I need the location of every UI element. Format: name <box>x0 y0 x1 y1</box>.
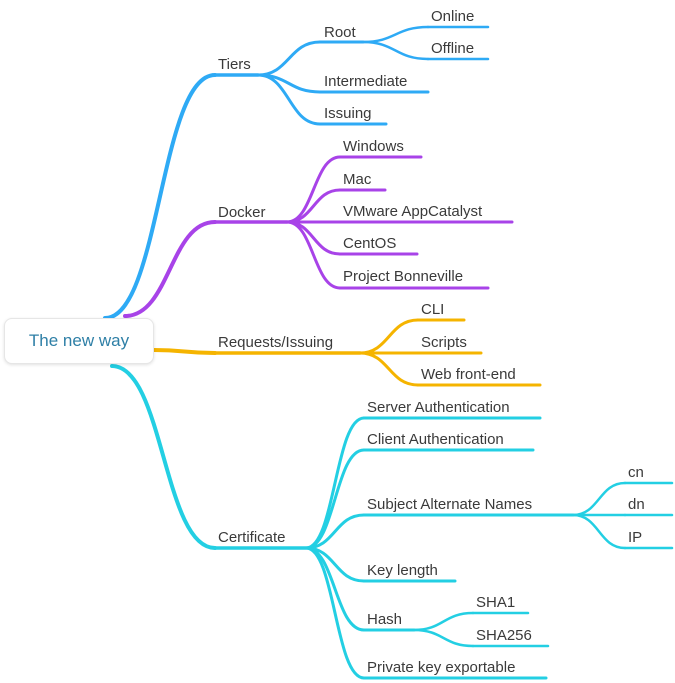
link-requests-web <box>358 351 420 387</box>
node-offline[interactable]: Offline <box>431 40 474 57</box>
link-requests-cli <box>358 318 420 355</box>
node-client-authentication[interactable]: Client Authentication <box>367 431 504 448</box>
link-root-online <box>361 25 430 44</box>
node-vmware-appcatalyst[interactable]: VMware AppCatalyst <box>343 203 483 220</box>
link-root-tiers <box>103 73 217 320</box>
link-san-ip <box>571 513 627 550</box>
node-scripts[interactable]: Scripts <box>421 334 467 351</box>
link-hash-sha1 <box>412 611 475 632</box>
link-cert-privatekey <box>304 546 366 680</box>
node-windows[interactable]: Windows <box>343 138 404 155</box>
link-root-certificate <box>110 364 217 550</box>
link-san-cn <box>571 481 627 517</box>
node-requests-issuing[interactable]: Requests/Issuing <box>218 334 333 351</box>
link-docker-windows <box>285 155 342 224</box>
link-docker-bonneville <box>285 220 342 290</box>
link-root-requests <box>152 348 217 355</box>
node-online[interactable]: Online <box>431 8 474 25</box>
central-topic-label: The new way <box>28 331 130 350</box>
node-sha1[interactable]: SHA1 <box>476 594 515 611</box>
node-sha256[interactable]: SHA256 <box>476 627 532 644</box>
link-root-offline <box>361 40 430 61</box>
node-root[interactable]: Root <box>324 24 357 41</box>
link-docker-centos <box>285 220 342 256</box>
node-project-bonneville[interactable]: Project Bonneville <box>343 268 463 285</box>
node-private-key-exportable[interactable]: Private key exportable <box>367 659 515 676</box>
link-tiers-root <box>256 40 322 77</box>
node-issuing[interactable]: Issuing <box>324 105 372 122</box>
node-web-front-end[interactable]: Web front-end <box>421 366 516 383</box>
node-server-authentication[interactable]: Server Authentication <box>367 399 510 416</box>
node-hash[interactable]: Hash <box>367 611 402 628</box>
node-ip[interactable]: IP <box>628 529 642 546</box>
link-hash-sha256 <box>412 628 475 648</box>
link-cert-client <box>304 448 366 550</box>
node-mac[interactable]: Mac <box>343 171 372 188</box>
node-intermediate[interactable]: Intermediate <box>324 73 407 90</box>
node-cn[interactable]: cn <box>628 464 644 481</box>
node-cli[interactable]: CLI <box>421 301 444 318</box>
node-docker[interactable]: Docker <box>218 204 266 221</box>
link-tiers-issuing <box>256 73 322 126</box>
link-docker-mac <box>285 188 342 224</box>
node-tiers[interactable]: Tiers <box>218 56 251 73</box>
link-root-docker <box>123 220 217 318</box>
node-key-length[interactable]: Key length <box>367 562 438 579</box>
node-dn[interactable]: dn <box>628 496 645 513</box>
central-topic[interactable]: The new way <box>4 318 154 364</box>
node-certificate[interactable]: Certificate <box>218 529 286 546</box>
link-cert-server <box>304 416 366 550</box>
link-cert-san <box>304 513 366 550</box>
node-centos[interactable]: CentOS <box>343 235 396 252</box>
node-subject-alternate-names[interactable]: Subject Alternate Names <box>367 496 532 513</box>
connector-lines <box>103 25 674 680</box>
